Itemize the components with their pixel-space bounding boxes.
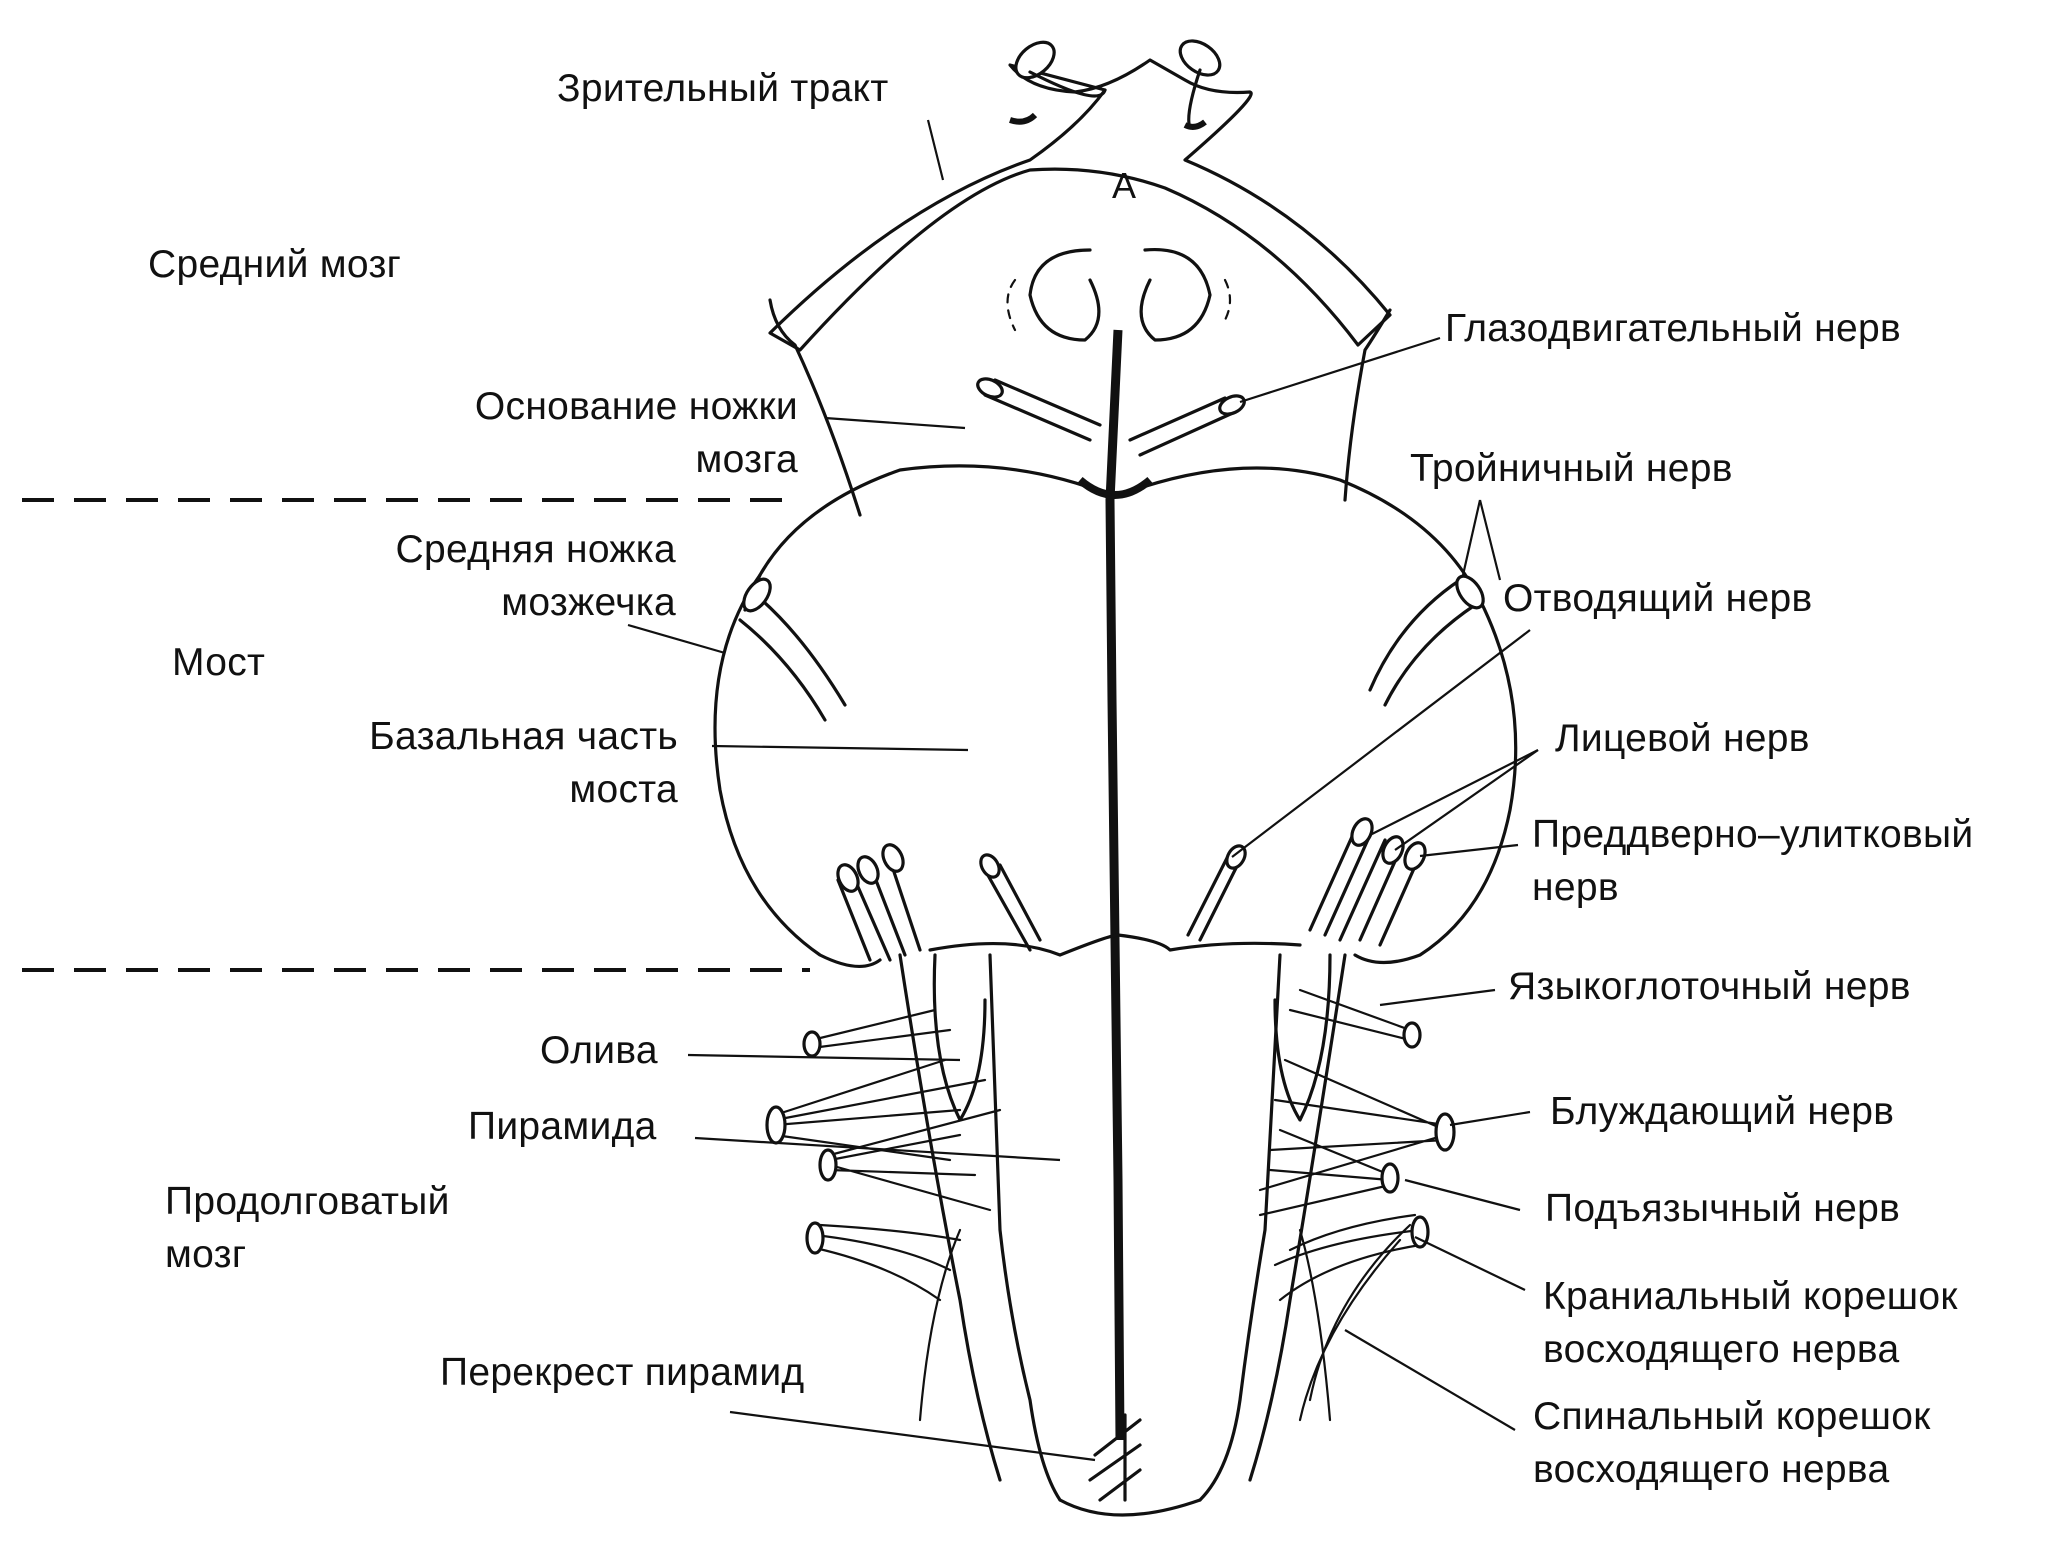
label-pyramidal-decussation: Перекрест пирамид <box>440 1351 805 1394</box>
midbrain-outline <box>768 247 1392 517</box>
medulla-outline <box>898 933 1347 1517</box>
label-basilar-pons: Базальная часть моста <box>369 715 678 811</box>
right-nerve-roots <box>1186 817 1456 1422</box>
label-cerebral-peduncle-base: Основание ножки мозга <box>474 385 798 481</box>
label-abducens-nerve: Отводящий нерв <box>1503 577 1813 620</box>
median-fissure <box>1105 329 1125 1441</box>
marker-a: A <box>1112 165 1136 206</box>
label-middle-cerebellar-peduncle: Средняя ножка мозжечка <box>395 528 676 624</box>
label-vagus-nerve: Блуждающий нерв <box>1550 1090 1895 1133</box>
label-optic-tract: Зрительный тракт <box>557 67 889 110</box>
label-pons: Мост <box>172 641 266 684</box>
optic-tract <box>768 39 1392 352</box>
label-facial-nerve: Лицевой нерв <box>1555 717 1810 760</box>
oculomotor-nerve-roots <box>976 377 1246 457</box>
label-trigeminal-nerve: Тройничный нерв <box>1410 447 1733 490</box>
label-medulla: Продолговатый мозг <box>165 1180 450 1276</box>
left-nerve-roots <box>765 843 1042 1302</box>
label-hypoglossal-nerve: Подъязычный нерв <box>1545 1187 1901 1230</box>
pons-outline <box>713 464 1518 969</box>
label-cranial-root: Краниальный корешок восходящего нерва <box>1543 1275 1958 1371</box>
label-pyramid: Пирамида <box>468 1105 657 1148</box>
leader-lines <box>627 119 1539 1462</box>
label-vestibulocochlear-nerve: Преддверно–улитковый нерв <box>1532 813 1974 909</box>
label-spinal-root: Спинальный корешок восходящего нерва <box>1533 1395 1931 1491</box>
label-oculomotor-nerve: Глазодвигательный нерв <box>1445 307 1901 350</box>
label-midbrain: Средний мозг <box>148 243 402 286</box>
label-olive: Олива <box>540 1029 658 1072</box>
label-glossopharyngeal-nerve: Языкоглоточный нерв <box>1508 965 1911 1008</box>
